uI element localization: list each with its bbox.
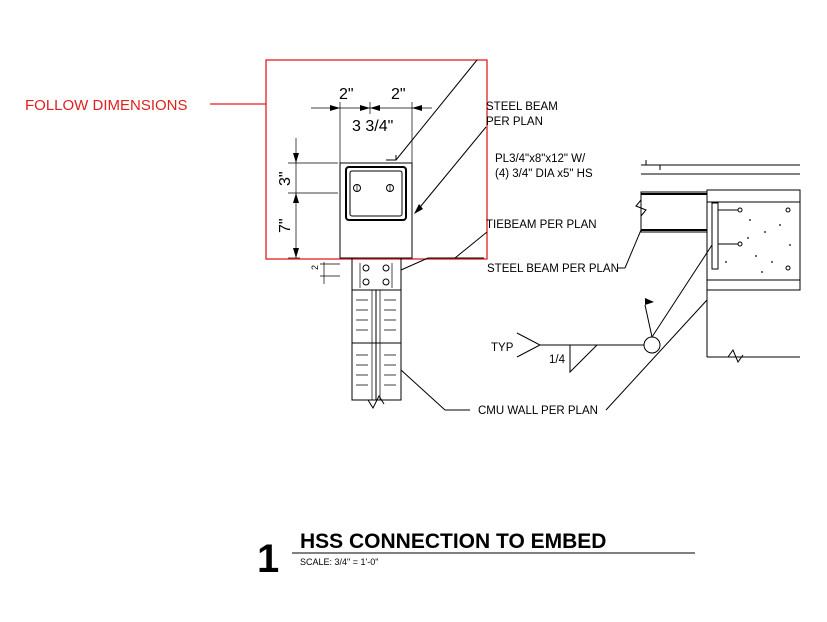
label-weld-size: 1/4: [549, 354, 566, 366]
concrete-hatch: [725, 219, 791, 273]
cmu-leader: [400, 369, 446, 411]
weld-flag: [645, 298, 654, 305]
beam-leader-hook: [386, 155, 397, 161]
embed-plate: [339, 162, 413, 259]
label-typ: TYP: [491, 342, 514, 354]
stud-1: [353, 184, 361, 192]
weld-circle: [643, 336, 661, 354]
detail-number: 1: [257, 537, 279, 581]
steel-beam-leader: [395, 59, 478, 161]
highlight-box: [265, 59, 488, 260]
label-steel-beam-2: PER PLAN: [486, 116, 543, 128]
steel-beam-leader-right: [624, 229, 642, 269]
follow-dimensions-label: FOLLOW DIMENSIONS: [25, 97, 188, 114]
concrete-tiebeam: [706, 189, 801, 291]
title-block: 1 HSS CONNECTION TO EMBED SCALE: 3/4" = …: [257, 530, 695, 581]
label-tiebeam: TIEBEAM PER PLAN: [486, 219, 597, 231]
label-steel-beam: STEEL BEAM PER PLAN: [487, 263, 619, 275]
tiebeam-leader: [454, 231, 488, 259]
follow-dimensions-callout: FOLLOW DIMENSIONS: [25, 59, 488, 260]
detail-title: HSS CONNECTION TO EMBED: [300, 530, 606, 553]
dim-top-right: 2": [391, 86, 406, 103]
fillet-weld-symbol: [569, 344, 598, 374]
beam-section-detail: [516, 160, 801, 411]
dim-vertical-bottom: 7": [277, 218, 294, 233]
cmu-wall-section: [351, 257, 484, 411]
embed-plate-detail: 2" 2" 3 3/4" 3" 7" 2: [277, 59, 488, 284]
label-plate-2: (4) 3/4" DIA x5" HS: [495, 168, 593, 180]
dim-middle: 3 3/4": [352, 118, 393, 135]
label-cmu-wall: CMU WALL PER PLAN: [478, 405, 598, 417]
label-plate-1: PL3/4"x8"x12" W/: [495, 153, 586, 165]
plate-leader: [415, 126, 487, 213]
dim-small: 2: [310, 265, 320, 270]
cmu-leader-right: [605, 299, 708, 411]
steel-beam-plan-leader: [400, 257, 429, 271]
tiebeam: [351, 257, 402, 291]
dim-vertical-top: 3": [277, 171, 294, 186]
hss-tube-inner: [349, 170, 403, 217]
embed-plate-section: [711, 202, 719, 270]
stud-2: [386, 184, 394, 192]
steel-beam: [640, 191, 708, 233]
detail-scale: SCALE: 3/4" = 1'-0": [300, 557, 378, 567]
weld-tail: [516, 332, 542, 358]
dim-top-left: 2": [339, 86, 354, 103]
label-steel-beam-1: STEEL BEAM: [486, 101, 558, 113]
note-labels: STEEL BEAM PER PLAN PL3/4"x8"x12" W/ (4)…: [478, 101, 619, 417]
hss-tube-outer: [345, 166, 407, 221]
